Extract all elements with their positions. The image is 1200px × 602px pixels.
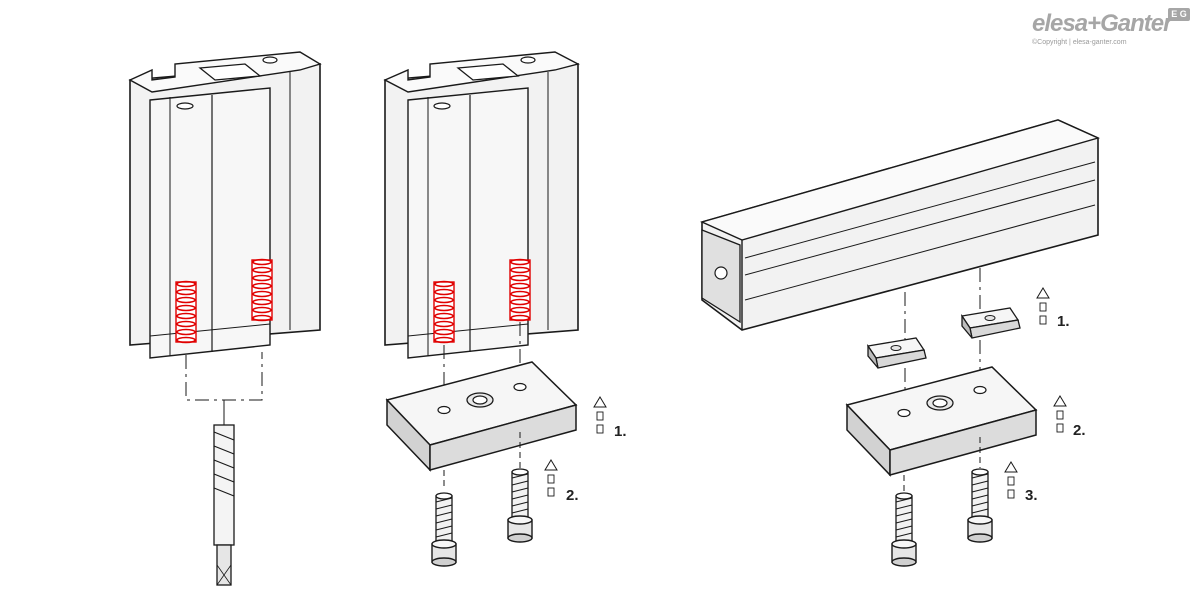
- profile-icon-panel2: [383, 51, 580, 359]
- screw-icon-p3-right: [967, 468, 993, 543]
- arrow-up-icon: [1053, 395, 1067, 433]
- t-nut-icon-right: [961, 307, 1021, 339]
- brand-logo: elesa+Ganter E G ©Copyright | elesa-gant…: [1032, 8, 1192, 46]
- screw-icon-p2-left: [431, 492, 457, 567]
- arrow-up-icon: [1004, 461, 1018, 499]
- step-label-p2-2: 2.: [566, 487, 579, 504]
- block-icon-panel3: [845, 366, 1038, 477]
- thread-hole-right: [251, 258, 273, 322]
- logo-wordmark: elesa+Ganter: [1032, 10, 1172, 37]
- block-icon: [385, 361, 578, 472]
- logo-badge: E G: [1168, 8, 1190, 21]
- screw-icon-p2-right: [507, 468, 533, 543]
- t-nut-icon-left: [867, 337, 927, 369]
- thread-hole-p2-left: [433, 280, 455, 344]
- tap-icon: [213, 424, 235, 586]
- profile-icon: [128, 51, 322, 359]
- arrow-up-icon: [1036, 287, 1050, 325]
- arrow-up-icon: [544, 459, 558, 497]
- screw-icon-p3-left: [891, 492, 917, 567]
- step-label-p3-1: 1.: [1057, 313, 1070, 330]
- thread-hole-p2-right: [509, 258, 531, 322]
- step-label-p3-3: 3.: [1025, 487, 1038, 504]
- thread-hole-left: [175, 280, 197, 344]
- arrow-up-icon: [593, 396, 607, 434]
- profile-icon-panel3: [699, 119, 1101, 331]
- copyright-text: ©Copyright | elesa-ganter.com: [1032, 39, 1127, 46]
- step-label-p2-1: 1.: [614, 423, 627, 440]
- step-label-p3-2: 2.: [1073, 422, 1086, 439]
